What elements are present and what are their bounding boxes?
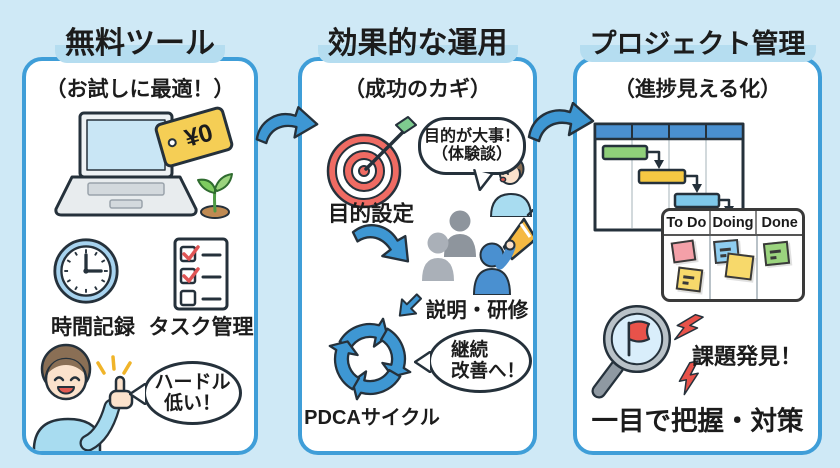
laptop-icon — [54, 111, 198, 217]
panel-effective-operation: （成功のカギ） 目的設定 目的が大事！ （体験談） — [298, 57, 537, 455]
kanban-col-todo: To Do — [666, 214, 707, 231]
target-icon — [326, 116, 417, 209]
panel3-subtitle: （進捗見える化） — [613, 78, 782, 101]
down-left-arrow-icon — [398, 293, 423, 317]
tag-hole — [166, 137, 178, 149]
bubble-line: ハードル — [154, 371, 231, 393]
bubble-line: 改善へ！ — [451, 360, 526, 381]
sticky-note-yellow — [724, 252, 755, 281]
flow-arrow-icon — [527, 102, 595, 143]
clock-icon — [53, 238, 119, 304]
kanban-col-doing: Doing — [708, 211, 756, 234]
label-time-tracking: 時間記録 — [51, 316, 135, 339]
bubble-tail — [129, 383, 147, 405]
panel2-title: 効果的な運用 — [298, 25, 537, 63]
speech-bubble-experience: 目的が大事！ （体験談） — [418, 117, 526, 175]
kanban-header: To Do Doing Done — [664, 211, 802, 236]
label-training: 説明・研修 — [425, 299, 529, 322]
checklist-icon — [173, 237, 229, 311]
pdca-cycle-icon — [328, 317, 412, 401]
people-megaphone-icon — [422, 209, 533, 295]
panel3-title: プロジェクト管理 — [573, 27, 822, 62]
speech-bubble-low-hurdle: ハードル 低い！ — [143, 361, 242, 425]
sticky-note-pink — [670, 239, 697, 264]
bubble-line: （体験談） — [431, 146, 512, 163]
price-tag-text: ¥0 — [181, 117, 216, 153]
bubble-tail — [414, 351, 432, 373]
speech-bubble-improve: 継続 改善へ！ — [428, 329, 532, 393]
kanban-divider — [756, 236, 758, 299]
callout-issue-found: 課題発見！ — [691, 344, 802, 369]
label-goal-setting: 目的設定 — [327, 202, 414, 226]
lightning-icon — [674, 313, 704, 396]
panel-free-tools: （お試しに最適！） ¥0 — [22, 57, 258, 455]
magnifier-flag-icon — [591, 304, 672, 399]
panel2-subtitle: （成功のカギ） — [344, 78, 491, 101]
bubble-line: 継続 — [451, 339, 489, 361]
panel1-title: 無料ツール — [22, 25, 258, 63]
bubble-tail — [473, 168, 494, 192]
kanban-board-icon: To Do Doing Done — [661, 208, 805, 302]
label-pdca-cycle: PDCAサイクル — [304, 407, 440, 429]
sticky-note-yellow — [675, 266, 704, 293]
bubble-line: 低い！ — [163, 393, 221, 414]
label-task-management: タスク管理 — [148, 316, 254, 339]
label-grasp-at-a-glance: 一目で把握・対策 — [591, 406, 804, 436]
kanban-col-done: Done — [755, 211, 802, 234]
panel1-subtitle: （お試しに最適！） — [45, 78, 235, 101]
person-thumbs-up-icon — [32, 343, 134, 451]
kanban-divider — [709, 236, 711, 299]
panel-project-management: （進捗見える化） To Do Doing — [573, 57, 822, 455]
flow-arrow-icon — [255, 106, 319, 145]
flow-arrow-icon — [351, 224, 410, 263]
bubble-line: 目的が大事！ — [423, 128, 520, 146]
sprout-icon — [197, 173, 233, 219]
sticky-note-green — [762, 240, 791, 267]
kanban-body — [664, 236, 802, 299]
